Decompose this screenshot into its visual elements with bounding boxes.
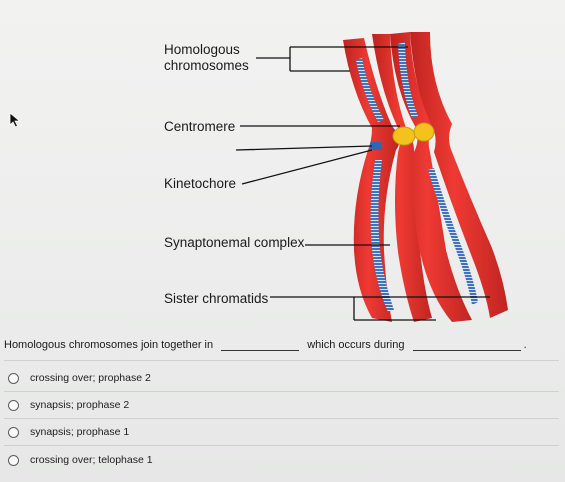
label-synaptonemal-complex: Synaptonemal complex [164, 235, 305, 250]
chromatid-4 [410, 32, 508, 318]
radio-button[interactable] [8, 426, 19, 438]
radio-button[interactable] [8, 454, 19, 466]
synaptonemal-complex [356, 42, 478, 312]
blank-1 [221, 340, 300, 351]
question-text: Homologous chromosomes join together in … [4, 339, 527, 351]
option-divider [4, 391, 559, 392]
question-part-1: Homologous chromosomes join together in [4, 339, 214, 351]
label-sister-chromatids: Sister chromatids [164, 291, 269, 306]
radio-button[interactable] [8, 399, 19, 411]
blank-2 [412, 340, 521, 351]
label-homologous-line2: chromosomes [164, 58, 249, 73]
chromosome-diagram [235, 32, 508, 322]
option-synapsis-prophase-2[interactable]: synapsis; prophase 2 [8, 395, 129, 415]
radio-button[interactable] [8, 372, 19, 384]
chromatid-2 [372, 34, 432, 322]
label-kinetochore: Kinetochore [164, 176, 237, 191]
mouse-pointer-icon [9, 112, 21, 128]
option-crossing-over-telophase-1[interactable]: crossing over; telophase 1 [8, 450, 153, 470]
option-crossing-over-prophase-2[interactable]: crossing over; prophase 2 [8, 368, 151, 388]
option-divider [4, 360, 559, 361]
chromatid-1 [343, 38, 400, 322]
option-divider [4, 418, 559, 419]
option-synapsis-prophase-1[interactable]: synapsis; prophase 1 [8, 422, 129, 442]
option-label: crossing over; telophase 1 [30, 454, 153, 466]
question-part-3: . [523, 339, 527, 351]
centromere [392, 122, 435, 146]
question-part-2: which occurs during [307, 339, 405, 351]
chromosome-figure: Homologous chromosomes Centromere Kineto… [164, 32, 508, 322]
leader-lines [235, 46, 490, 321]
label-centromere: Centromere [164, 119, 236, 134]
option-label: crossing over; prophase 2 [30, 372, 151, 384]
kinetochore [370, 142, 382, 150]
option-label: synapsis; prophase 2 [30, 399, 130, 411]
option-label: synapsis; prophase 1 [30, 426, 130, 438]
label-homologous-line1: Homologous [164, 42, 240, 57]
option-divider [4, 445, 559, 446]
